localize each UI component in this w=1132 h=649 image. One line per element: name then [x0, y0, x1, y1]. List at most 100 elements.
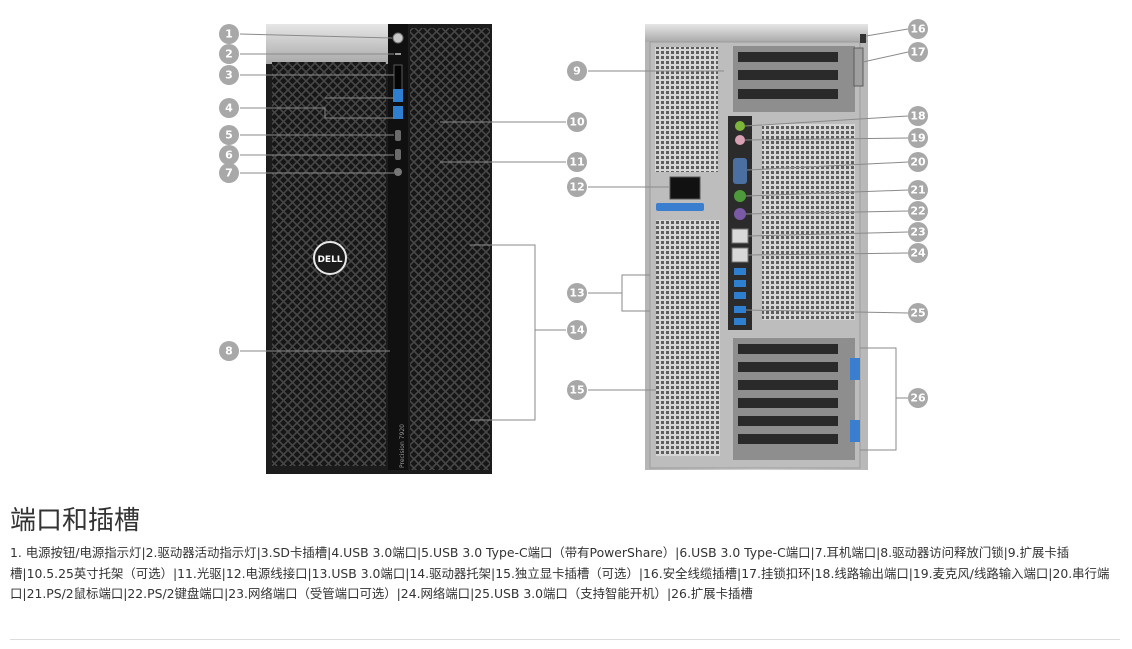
expansion-clip-top[interactable]: [850, 358, 860, 380]
callout-markers: 1 2 3 4 5 6 7 8 9 10 11 12 13 14 15 16 1…: [219, 19, 928, 408]
rear-usb-port-2[interactable]: [734, 280, 746, 287]
svg-text:6: 6: [225, 149, 233, 162]
callout-19: 19: [908, 128, 928, 148]
svg-text:24: 24: [910, 247, 926, 260]
callout-1: 1: [219, 24, 239, 44]
lower-expansion-slot-6: [738, 434, 838, 444]
callout-14: 14: [567, 320, 587, 340]
ps2-keyboard-port[interactable]: [734, 208, 746, 220]
callout-22: 22: [908, 201, 928, 221]
callout-9: 9: [567, 61, 587, 81]
svg-text:25: 25: [910, 307, 925, 320]
svg-text:14: 14: [569, 324, 585, 337]
svg-text:19: 19: [910, 132, 925, 145]
svg-text:18: 18: [910, 110, 925, 123]
svg-text:4: 4: [225, 102, 233, 115]
callout-7: 7: [219, 163, 239, 183]
section-title: 端口和插槽: [10, 506, 141, 536]
padlock-loop[interactable]: [853, 47, 864, 87]
callout-6: 6: [219, 145, 239, 165]
rear-usb-smart-power-port[interactable]: [734, 306, 746, 313]
dell-logo-badge: [313, 241, 347, 275]
psu-handle[interactable]: [656, 203, 704, 211]
headset-jack[interactable]: [394, 168, 402, 176]
svg-text:7: 7: [225, 167, 233, 180]
ps2-mouse-port[interactable]: [734, 190, 746, 202]
callout-12: 12: [567, 177, 587, 197]
svg-text:1: 1: [225, 28, 233, 41]
lower-expansion-slot-1: [738, 344, 838, 354]
svg-text:13: 13: [569, 287, 584, 300]
leader-lines: [239, 28, 909, 451]
lower-expansion-slot-4: [738, 398, 838, 408]
lower-expansion-slot-2: [738, 362, 838, 372]
rear-usb-port-5[interactable]: [734, 318, 746, 325]
callout-16: 16: [908, 19, 928, 39]
front-top-handle: [266, 24, 388, 64]
psu-vent: [655, 47, 718, 172]
callout-17: 17: [908, 42, 928, 62]
callout-4: 4: [219, 98, 239, 118]
sd-card-slot[interactable]: [393, 64, 403, 91]
svg-text:11: 11: [569, 156, 584, 169]
dell-logo-text: DELL: [317, 255, 342, 265]
callout-20: 20: [908, 152, 928, 172]
upper-expansion-slot-2: [738, 70, 838, 80]
network-port[interactable]: [731, 247, 749, 263]
callout-2: 2: [219, 44, 239, 64]
psu-power-socket[interactable]: [669, 176, 701, 200]
rear-view: [645, 24, 868, 470]
callout-8: 8: [219, 341, 239, 361]
callout-3: 3: [219, 65, 239, 85]
callout-5: 5: [219, 125, 239, 145]
line-out-port[interactable]: [735, 121, 745, 131]
svg-text:8: 8: [225, 345, 233, 358]
callout-13: 13: [567, 283, 587, 303]
front-view: DELL Precision 7920: [266, 24, 492, 474]
drive-activity-led: [395, 53, 401, 55]
svg-text:15: 15: [569, 384, 584, 397]
front-right-mesh: [410, 28, 490, 470]
callout-10: 10: [567, 112, 587, 132]
svg-text:5: 5: [225, 129, 233, 142]
expansion-clip-bottom[interactable]: [850, 420, 860, 442]
callout-23: 23: [908, 222, 928, 242]
svg-text:2: 2: [225, 48, 233, 61]
power-button[interactable]: [392, 32, 404, 44]
model-label: Precision 7920: [399, 424, 406, 468]
front-usb-port-2[interactable]: [393, 106, 403, 119]
callout-26: 26: [908, 388, 928, 408]
security-cable-slot[interactable]: [860, 34, 866, 43]
callout-24: 24: [908, 243, 928, 263]
svg-text:26: 26: [910, 392, 926, 405]
front-usb-port-1[interactable]: [393, 89, 403, 102]
rear-usb-port-1[interactable]: [734, 268, 746, 275]
rear-usb-port-3[interactable]: [734, 292, 746, 299]
graphics-card-vent: [656, 220, 720, 456]
upper-expansion-slot-1: [738, 52, 838, 62]
front-usb-c-powershare[interactable]: [395, 130, 401, 141]
mic-line-in-port[interactable]: [735, 135, 745, 145]
lower-expansion-slot-3: [738, 380, 838, 390]
callout-25: 25: [908, 303, 928, 323]
callout-15: 15: [567, 380, 587, 400]
svg-text:17: 17: [910, 46, 925, 59]
svg-text:3: 3: [225, 69, 233, 82]
section-divider: [10, 639, 1120, 640]
lower-expansion-slot-5: [738, 416, 838, 426]
svg-text:20: 20: [910, 156, 926, 169]
callout-21: 21: [908, 180, 928, 200]
svg-text:12: 12: [569, 181, 584, 194]
serial-port[interactable]: [733, 158, 747, 184]
upper-expansion-slot-3: [738, 89, 838, 99]
ports-description: 1. 电源按钮/电源指示灯|2.驱动器活动指示灯|3.SD卡插槽|4.USB 3…: [10, 545, 1110, 601]
front-usb-c-port[interactable]: [395, 149, 401, 160]
workstation-diagram: DELL Precision 7920: [219, 19, 928, 474]
rear-top-handle: [645, 24, 868, 42]
svg-text:9: 9: [573, 65, 581, 78]
callout-18: 18: [908, 106, 928, 126]
rear-main-vent: [762, 124, 855, 320]
svg-text:10: 10: [569, 116, 585, 129]
network-port-managed[interactable]: [731, 228, 749, 244]
svg-text:16: 16: [910, 23, 926, 36]
